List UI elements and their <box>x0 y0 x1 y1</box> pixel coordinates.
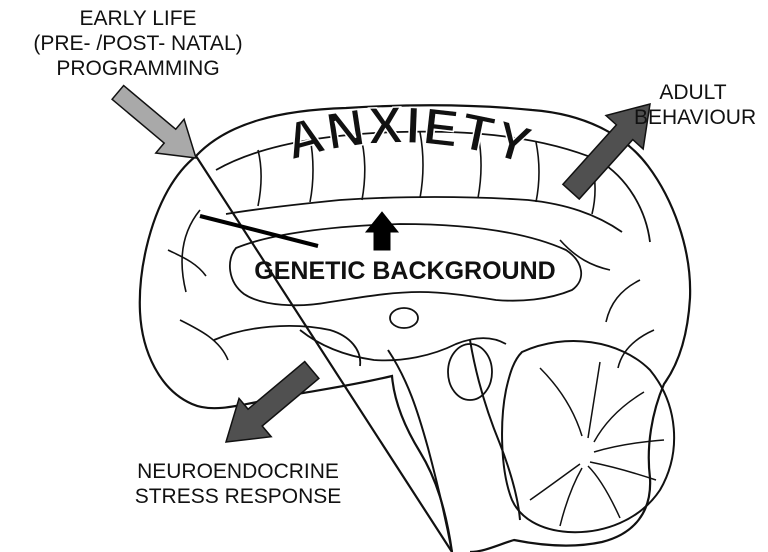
early-life-label: EARLY LIFE (PRE- /POST- NATAL) PROGRAMMI… <box>0 6 276 81</box>
adult-behaviour-line-1: ADULT <box>634 80 752 105</box>
early-life-line-1: EARLY LIFE <box>0 6 276 31</box>
neuroendocrine-label: NEUROENDOCRINE STRESS RESPONSE <box>88 459 388 509</box>
early-life-line-2: (PRE- /POST- NATAL) <box>0 31 276 56</box>
brainstem <box>388 340 520 552</box>
cingulate-gyrus <box>226 197 622 232</box>
genetic-arrow <box>366 212 398 250</box>
early-life-line-3: PROGRAMMING <box>0 56 276 81</box>
early-life-arrow <box>104 76 210 175</box>
thalamus <box>390 308 418 328</box>
genetic-background-label: GENETIC BACKGROUND <box>205 256 605 286</box>
pons <box>448 344 492 400</box>
neuroendocrine-arrow <box>210 351 328 461</box>
cerebellum-folia <box>530 362 664 526</box>
adult-behaviour-line-2: BEHAVIOUR <box>634 105 752 130</box>
neuroendocrine-line-2: STRESS RESPONSE <box>88 484 388 509</box>
temporal-lobe <box>214 326 360 366</box>
neuroendocrine-line-1: NEUROENDOCRINE <box>88 459 388 484</box>
adult-behaviour-label: ADULT BEHAVIOUR <box>634 80 752 130</box>
